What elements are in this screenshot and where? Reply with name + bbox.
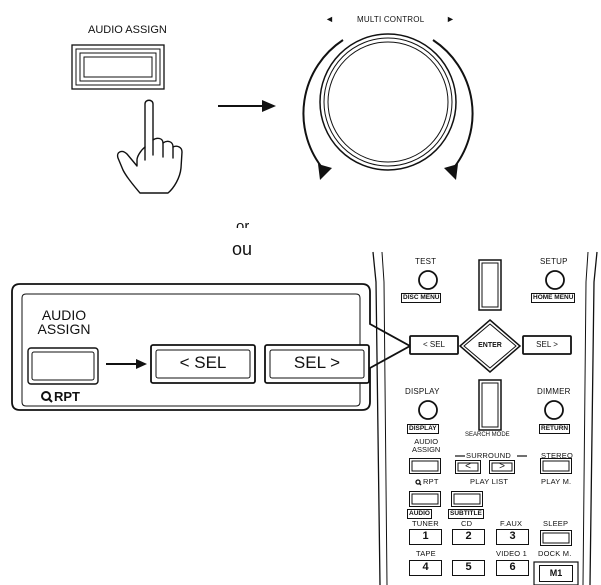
remote-rpt-label: RPT xyxy=(423,477,439,486)
callout-sel-left-label: < SEL xyxy=(179,353,227,372)
surround-left-button: < xyxy=(455,460,481,474)
tape-label: TAPE xyxy=(416,549,436,558)
or-text: or xyxy=(236,218,250,228)
tuner-label: TUNER xyxy=(412,519,439,528)
setup-label: SETUP xyxy=(540,257,568,266)
surround-right-button: > xyxy=(489,460,515,474)
pressing-hand-icon xyxy=(116,99,183,194)
return-badge: RETURN xyxy=(539,424,571,434)
remote-audio-assign-button xyxy=(409,458,441,474)
sleep-button xyxy=(540,530,572,546)
enter-label: ENTER xyxy=(478,342,502,349)
number-2-button: 2 xyxy=(452,529,485,545)
multi-control-knob xyxy=(319,33,457,171)
dimmer-label: DIMMER xyxy=(537,387,571,396)
disc-menu-badge: DISC MENU xyxy=(401,293,442,303)
callout-rpt-label: RPT xyxy=(54,389,80,404)
test-label: TEST xyxy=(415,257,437,266)
callout-sel-right-label: SEL > xyxy=(293,353,341,372)
m1-frame xyxy=(533,561,579,585)
subtitle-button xyxy=(451,491,483,507)
number-5-button: 5 xyxy=(452,560,485,576)
remote-sel-right-button xyxy=(522,335,572,355)
callout-assign-line: ASSIGN xyxy=(37,321,91,337)
callout-audio-assign-button xyxy=(27,347,99,385)
dimmer-button xyxy=(544,400,564,420)
play-m-label: PLAY M. xyxy=(541,477,572,486)
stereo-button xyxy=(540,458,572,474)
right-arrow-icon xyxy=(218,100,276,112)
callout-audio-assign-label: AUDIO ASSIGN xyxy=(36,308,92,336)
up-rocker-button xyxy=(478,259,502,311)
audio-button xyxy=(409,491,441,507)
display-badge: DISPLAY xyxy=(407,424,439,434)
home-menu-badge: HOME MENU xyxy=(531,293,576,303)
audio-assign-label-top: AUDIO ASSIGN xyxy=(88,24,167,36)
remote-sel-left-label: < SEL xyxy=(422,340,445,349)
search-mode-label: SEARCH MODE xyxy=(465,432,510,438)
callout-sel-left-button xyxy=(150,344,256,384)
remote-body xyxy=(372,251,598,585)
callout-right-arrow-icon xyxy=(106,359,147,369)
arrow-right-icon: ► xyxy=(446,14,456,24)
remote-audio-line: AUDIO xyxy=(414,437,439,446)
dock-label: DOCK M. xyxy=(538,549,572,558)
audio-assign-button-top xyxy=(71,44,165,90)
remote-assign-line: ASSIGN xyxy=(412,445,441,454)
faux-label: F.AUX xyxy=(500,519,523,528)
callout-sel-right-button xyxy=(264,344,370,384)
number-3-button: 3 xyxy=(496,529,529,545)
display-button xyxy=(418,400,438,420)
subtitle-badge: SUBTITLE xyxy=(448,509,484,519)
multi-control-label: MULTI CONTROL xyxy=(357,15,425,24)
arrow-left-icon: ◄ xyxy=(325,14,335,24)
audio-badge: AUDIO xyxy=(407,509,432,519)
test-button xyxy=(418,270,438,290)
callout-audio-line: AUDIO xyxy=(41,307,87,323)
number-1-button: 1 xyxy=(409,529,442,545)
ou-text: ou xyxy=(232,239,253,259)
stereo-label: STEREO xyxy=(541,451,574,460)
number-6-button: 6 xyxy=(496,560,529,576)
sleep-label: SLEEP xyxy=(543,519,569,528)
remote-sel-left-button xyxy=(409,335,459,355)
video1-label: VIDEO 1 xyxy=(496,549,527,558)
setup-button xyxy=(545,270,565,290)
surround-label: SURROUND xyxy=(466,451,511,460)
remote-magnifier-icon xyxy=(415,479,422,486)
magnifier-icon xyxy=(41,391,53,403)
remote-sel-right-label: SEL > xyxy=(536,340,558,349)
cd-label: CD xyxy=(461,519,473,528)
number-4-button: 4 xyxy=(409,560,442,576)
m1-button: M1 xyxy=(539,565,573,582)
display-label: DISPLAY xyxy=(405,387,440,396)
play-list-label: PLAY LIST xyxy=(470,477,509,486)
rotate-right-arrow-icon xyxy=(432,39,474,180)
remote-audio-assign-label: AUDIO ASSIGN xyxy=(412,438,440,454)
rotate-left-arrow-icon xyxy=(302,39,344,180)
enter-diamond-button xyxy=(458,319,522,373)
down-rocker-button xyxy=(478,379,502,431)
